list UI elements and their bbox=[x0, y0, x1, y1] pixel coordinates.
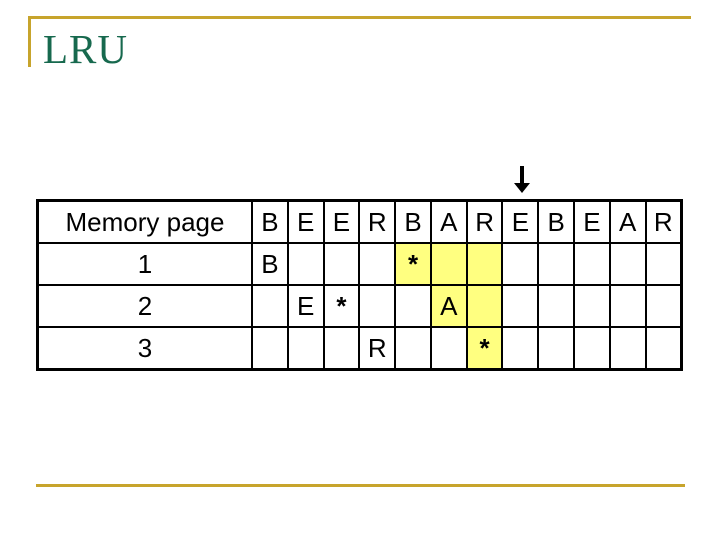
memory-page-header-cell: Memory page bbox=[36, 199, 253, 244]
trace-cell bbox=[644, 326, 683, 371]
trace-cell bbox=[537, 326, 576, 371]
access-header-cell: A bbox=[608, 199, 647, 244]
trace-cell bbox=[465, 242, 504, 286]
trace-cell bbox=[644, 284, 683, 328]
trace-cell bbox=[251, 284, 289, 328]
trace-cell: * bbox=[465, 326, 504, 371]
down-arrow-icon bbox=[520, 166, 524, 184]
trace-cell bbox=[644, 242, 683, 286]
title-accent-bar bbox=[28, 16, 31, 67]
trace-cell bbox=[465, 284, 504, 328]
trace-cell: * bbox=[394, 242, 432, 286]
trace-cell bbox=[322, 326, 361, 371]
page-number-cell: 2 bbox=[36, 284, 253, 328]
top-accent-line bbox=[28, 16, 691, 19]
page-3-row: 3 R * bbox=[36, 326, 683, 371]
access-header-cell: B bbox=[537, 199, 576, 244]
access-header-row: Memory page B E E R B A R E B E A R bbox=[36, 199, 683, 244]
trace-cell bbox=[394, 326, 432, 371]
access-header-cell: E bbox=[501, 199, 540, 244]
access-header-cell: E bbox=[286, 199, 325, 244]
trace-cell bbox=[429, 326, 468, 371]
access-header-cell: B bbox=[394, 199, 432, 244]
trace-cell bbox=[501, 242, 540, 286]
page-number-cell: 3 bbox=[36, 326, 253, 371]
trace-cell: R bbox=[358, 326, 397, 371]
trace-cell bbox=[322, 242, 361, 286]
access-header-cell: R bbox=[644, 199, 683, 244]
trace-cell bbox=[286, 242, 325, 286]
trace-cell: E bbox=[286, 284, 325, 328]
trace-cell bbox=[573, 284, 611, 328]
trace-cell bbox=[537, 242, 576, 286]
access-header-cell: B bbox=[251, 199, 289, 244]
trace-cell bbox=[286, 326, 325, 371]
trace-cell bbox=[358, 284, 397, 328]
trace-cell bbox=[501, 326, 540, 371]
trace-cell bbox=[429, 242, 468, 286]
trace-cell bbox=[608, 326, 647, 371]
bottom-accent-line bbox=[36, 484, 685, 487]
trace-cell bbox=[394, 284, 432, 328]
access-header-cell: A bbox=[429, 199, 468, 244]
access-header-cell: E bbox=[322, 199, 361, 244]
page-number-cell: 1 bbox=[36, 242, 253, 286]
access-header-cell: R bbox=[358, 199, 397, 244]
access-header-cell: R bbox=[465, 199, 504, 244]
trace-cell bbox=[537, 284, 576, 328]
trace-cell: B bbox=[251, 242, 289, 286]
lru-trace-table: Memory page B E E R B A R E B E A R 1 B … bbox=[36, 199, 683, 371]
access-header-cell: E bbox=[573, 199, 611, 244]
page-2-row: 2 E * A bbox=[36, 284, 683, 328]
trace-cell bbox=[573, 242, 611, 286]
slide-title: LRU bbox=[43, 26, 128, 72]
trace-cell bbox=[251, 326, 289, 371]
trace-cell bbox=[501, 284, 540, 328]
page-1-row: 1 B * bbox=[36, 242, 683, 286]
down-arrow-head-icon bbox=[514, 183, 530, 193]
trace-cell bbox=[608, 242, 647, 286]
trace-cell: * bbox=[322, 284, 361, 328]
trace-cell bbox=[573, 326, 611, 371]
trace-cell bbox=[608, 284, 647, 328]
trace-cell: A bbox=[429, 284, 468, 328]
trace-cell bbox=[358, 242, 397, 286]
